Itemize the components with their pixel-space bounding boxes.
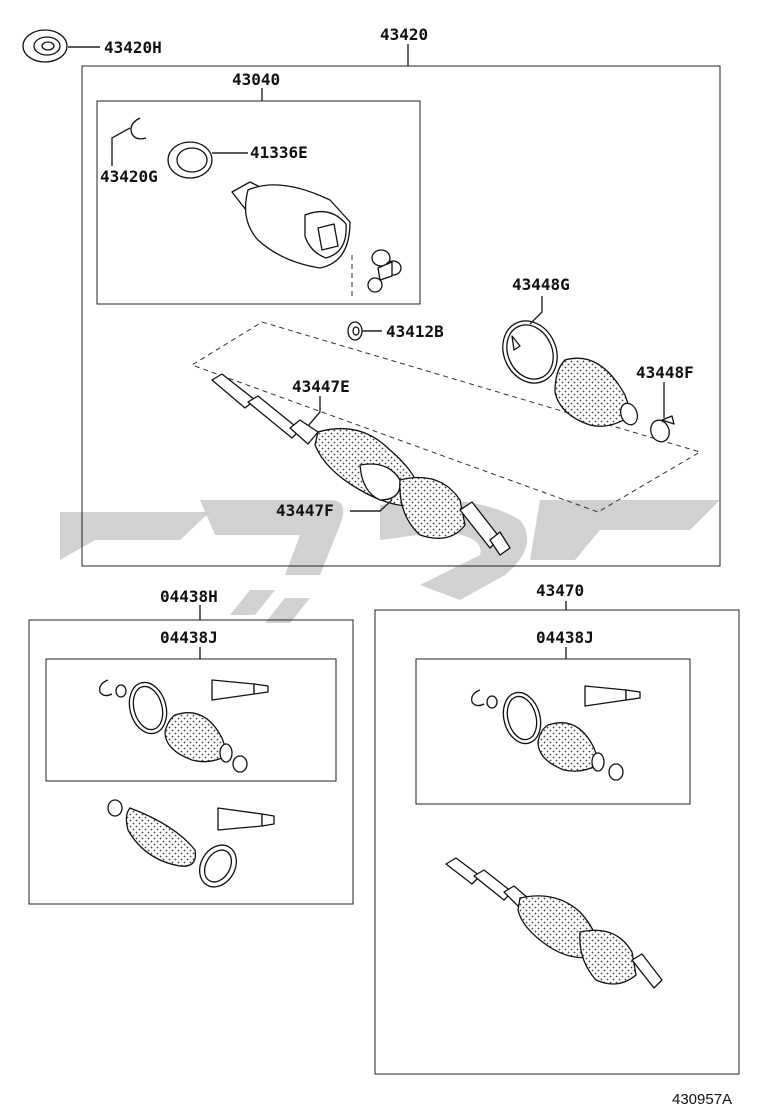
- label-43420G[interactable]: 43420G: [100, 167, 158, 186]
- snap-ring-43420G[interactable]: [130, 117, 147, 140]
- diagram-id: 430957A: [672, 1091, 732, 1108]
- outboard-joint-43040[interactable]: [231, 181, 351, 269]
- grease-tube-right[interactable]: [584, 685, 641, 707]
- boot-left-bottom[interactable]: [125, 807, 197, 867]
- snap-ring-small-right[interactable]: [471, 689, 498, 709]
- watermark: [60, 500, 720, 623]
- boot-43448[interactable]: [554, 357, 640, 427]
- drive-shaft-right[interactable]: [445, 857, 663, 989]
- ring-large-left-bottom[interactable]: [192, 838, 243, 893]
- washer-43412B[interactable]: [347, 321, 363, 341]
- ring-41336E[interactable]: [167, 141, 213, 179]
- label-43447E[interactable]: 43447E: [292, 377, 350, 396]
- frame-04438J-right: [415, 658, 691, 805]
- label-43040[interactable]: 43040: [232, 70, 280, 89]
- label-41336E[interactable]: 41336E: [250, 143, 308, 162]
- label-43420[interactable]: 43420: [380, 25, 428, 44]
- frame-04438J-left: [45, 658, 337, 782]
- label-43447F[interactable]: 43447F: [276, 501, 334, 520]
- label-43448F[interactable]: 43448F: [636, 363, 694, 382]
- grease-tube-left-top[interactable]: [211, 679, 269, 701]
- boot-clamp-large-43448G[interactable]: [493, 312, 567, 392]
- label-04438H[interactable]: 04438H: [160, 587, 218, 606]
- frame-43420: [81, 65, 721, 567]
- drive-shaft-main[interactable]: [211, 373, 511, 556]
- label-43448G[interactable]: 43448G: [512, 275, 570, 294]
- snap-ring-small-left[interactable]: [99, 679, 127, 698]
- label-43470[interactable]: 43470: [536, 581, 584, 600]
- leader-lines: [68, 44, 665, 659]
- frame-04438H: [28, 619, 354, 905]
- label-43420H[interactable]: 43420H: [104, 38, 162, 57]
- boot-left-top[interactable]: [164, 712, 233, 763]
- ring-small-left-bottom[interactable]: [107, 799, 123, 817]
- label-04438J-right[interactable]: 04438J: [536, 628, 594, 647]
- boot-clamp-small-43448F[interactable]: [648, 415, 675, 444]
- boot-clamp-right[interactable]: [498, 688, 546, 748]
- label-43412B[interactable]: 43412B: [386, 322, 444, 341]
- clamp-small-right[interactable]: [608, 763, 624, 781]
- boot-right[interactable]: [537, 722, 605, 772]
- frame-43470: [374, 609, 740, 1075]
- oil-seal-43420H[interactable]: [22, 29, 68, 63]
- label-04438J-left[interactable]: 04438J: [160, 628, 218, 647]
- frame-43040: [96, 100, 421, 305]
- boot-clamp-left-top[interactable]: [124, 678, 172, 738]
- grease-tube-left-bottom[interactable]: [217, 807, 275, 831]
- part-labels: 43420H 43420 43040 41336E 43420G 43412B …: [100, 25, 694, 647]
- clamp-small-left-top[interactable]: [232, 755, 248, 773]
- tripod-spider[interactable]: [367, 249, 402, 293]
